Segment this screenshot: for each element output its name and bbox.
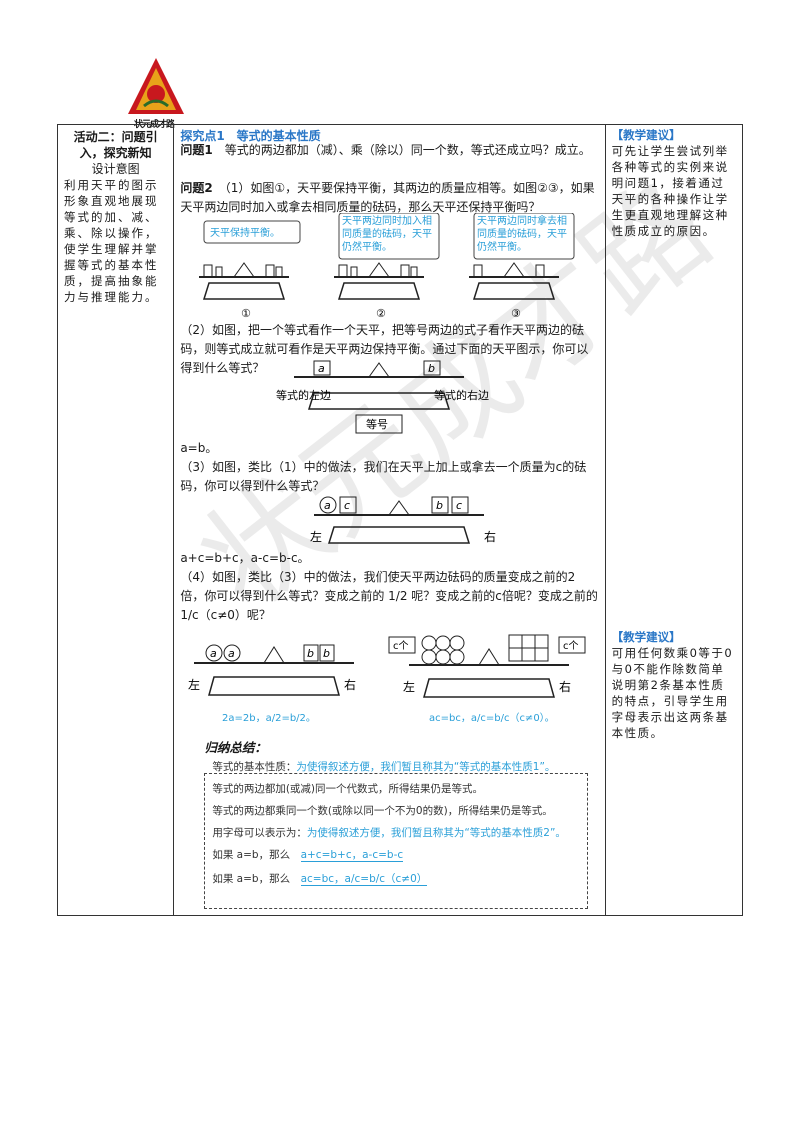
figure-balance-3: a c b c 左 右 [310, 496, 496, 544]
summary-line-5: 如果 a=b，那么 a+c=b+c，a-c=b-c [212, 849, 404, 862]
lesson-table: 活动二：问题引入，探究新知 设计意图 利用天平的图示形象直观地展现等式的加、减、… [56, 124, 744, 916]
design-heading: 设计意图 [91, 162, 140, 176]
left-label: 等式的左边 [276, 388, 331, 402]
caption-left: 2a=2b，a/2=b/2。 [222, 713, 316, 724]
tip-1-text: 可先让学生尝试列举各种等式的实例来说明问题1，接着通过天平的各种操作让学生更直观… [611, 144, 729, 238]
balance-double: a a b b 左 右 2a=2b，a/2=b/2。 [188, 644, 356, 724]
summary-title: 归纳总结： [204, 740, 267, 755]
question-1: 问题1 等式的两边都加（减）、乘（除以）同一个数，等式还成立吗？成立。 [180, 143, 591, 157]
middle-column: 探究点1 等式的基本性质 问题1 等式的两边都加（减）、乘（除以）同一个数，等式… [173, 124, 606, 916]
paragraph-4: （4）如图，类比（3）中的做法，我们使天平两边砝码的质量变成之前的2倍，你可以得… [180, 570, 598, 622]
c-tag-left: c个 [393, 640, 409, 652]
fig-label-1: ① [241, 307, 251, 320]
paragraph-2: （2）如图，把一个等式看作一个天平，把等号两边的式子看作天平两边的砝码，则等式成… [180, 323, 589, 375]
balance-2 [334, 262, 425, 300]
c-tag-right: c个 [563, 640, 579, 652]
right-column: 【教学建议】 可先让学生尝试列举各种等式的实例来说明问题1，接着通过天平的各种操… [604, 124, 744, 916]
summary-line-3: 等式的两边都乘同一个数(或除以同一个不为0的数)，所得结果仍是等式。 [212, 805, 553, 817]
left-label: 左 [310, 529, 322, 544]
right-label: 等式的右边 [434, 388, 489, 402]
formula-1: a+c=b+c，a-c=b-c [300, 849, 404, 862]
left-label-2: 左 [403, 679, 415, 694]
tip-1-heading: 【教学建议】 [611, 128, 681, 142]
balance-c-times: c个 c个 [388, 634, 586, 724]
answer-3: a+c=b+c，a-c=b-c。 [180, 551, 310, 565]
bubble-1: 天平保持平衡。 [203, 220, 301, 244]
formula-2: ac=bc，a/c=b/c（c≠0） [300, 873, 428, 886]
summary-line-6: 如果 a=b，那么 ac=bc，a/c=b/c（c≠0） [212, 873, 428, 886]
tip-2-text: 可用任何数乘0等于0与0不能作除数简单说明第2条基本性质的特点，引导学生用字母表… [611, 646, 734, 740]
bubble-3-text: 天平两边同时拿去相同质量的砝码，天平仍然平衡。 [477, 216, 568, 253]
weight-c-left: c [344, 499, 350, 512]
fig-label-2: ② [376, 307, 386, 320]
answer-2: a=b。 [180, 441, 218, 455]
figure-balance-2: a b 等号 等式的左边 等式的右边 [276, 360, 489, 434]
right-label-2: 右 [559, 679, 571, 694]
note-1: 为使得叙述方便，我们暂且称其为“等式的基本性质1”。 [296, 761, 556, 773]
bubble-3: 天平两边同时拿去相同质量的砝码，天平仍然平衡。 [473, 213, 575, 260]
tip-2-heading: 【教学建议】 [611, 630, 681, 644]
summary-line-1: 等式的基本性质：为使得叙述方便，我们暂且称其为“等式的基本性质1”。 [212, 761, 556, 773]
left-column: 活动二：问题引入，探究新知 设计意图 利用天平的图示形象直观地展现等式的加、减、… [56, 124, 175, 916]
question-2: 问题2 （1）如图①，天平要保持平衡，其两边的质量应相等。如图②③，如果天平两边… [180, 181, 595, 214]
balance-3 [469, 262, 560, 300]
caption-right: ac=bc，a/c=b/c（c≠0）。 [429, 712, 555, 724]
bubble-1-text: 天平保持平衡。 [210, 226, 280, 239]
design-text: 利用天平的图示形象直观地展现等式的加、减、乘、除以操作，使学生理解并掌握等式的基… [64, 178, 159, 304]
svg-text:b: b [323, 647, 330, 660]
activity-title: 活动二：问题引入，探究新知 [73, 130, 158, 160]
weight-b: b [436, 499, 443, 512]
summary-line-4: 用字母可以表示为：为使得叙述方便，我们暂且称其为“等式的基本性质2”。 [212, 827, 566, 839]
fig-label-3: ③ [511, 307, 521, 320]
note-2: 为使得叙述方便，我们暂且称其为“等式的基本性质2”。 [306, 827, 566, 839]
summary-line-2: 等式的两边都加(或减)同一个代数式，所得结果仍是等式。 [212, 783, 484, 795]
logo-icon [128, 58, 184, 114]
svg-text:b: b [307, 647, 314, 660]
bubble-2: 天平两边同时加入相同质量的砝码，天平仍然平衡。 [338, 213, 440, 260]
summary-box [204, 773, 589, 909]
weight-a: a [318, 362, 325, 375]
center-label: 等号 [366, 417, 388, 431]
balance-1 [199, 262, 290, 300]
right-label: 右 [344, 677, 356, 692]
paragraph-3: （3）如图，类比（1）中的做法，我们在天平上加上或拿去一个质量为c的砝码，你可以… [180, 460, 587, 493]
figure-balances-4: a a b b 左 右 2a=2b，a/2=b/2。 [188, 634, 586, 724]
bubble-2-text: 天平两边同时加入相同质量的砝码，天平仍然平衡。 [342, 216, 433, 253]
section-heading: 探究点1 等式的基本性质 [180, 129, 321, 143]
weight-c-right: c [456, 499, 462, 512]
svg-text:a: a [228, 647, 235, 660]
weight-b: b [428, 362, 435, 375]
left-label: 左 [188, 677, 200, 692]
weight-a: a [324, 499, 331, 512]
figure-balances-1: 天平保持平衡。 天平两边同时加入相同质量的砝码，天平仍然平衡。 天平两边同时拿去… [199, 213, 575, 320]
svg-text:a: a [210, 647, 217, 660]
right-label: 右 [484, 529, 496, 544]
